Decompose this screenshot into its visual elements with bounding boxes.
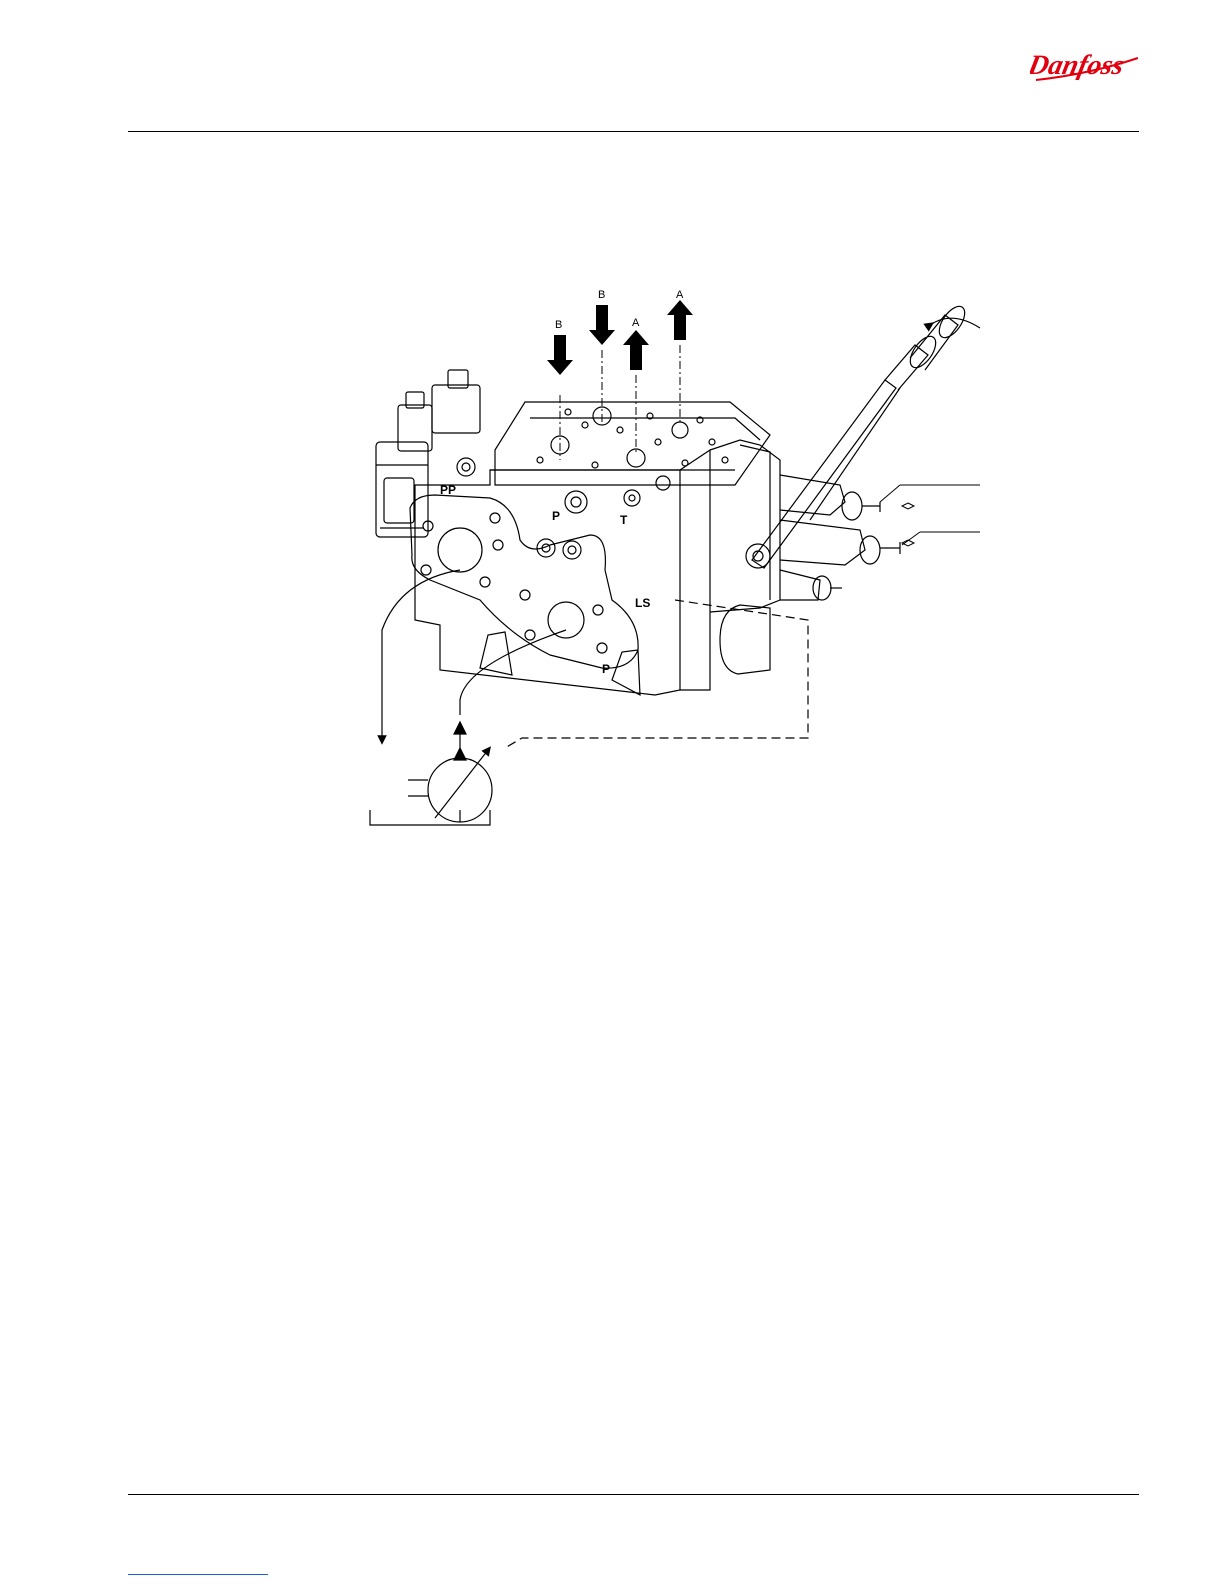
mounting-feet (480, 632, 640, 695)
danfoss-logo: Danfoss (1030, 40, 1146, 90)
label-port-p-top: P (552, 509, 560, 523)
valve-diagram: B B A A PP P T LS P (340, 270, 1000, 840)
header-rule (128, 131, 1139, 132)
control-levers (752, 302, 980, 568)
label-port-a1: A (632, 317, 640, 329)
hydraulic-circuit (370, 570, 808, 825)
label-port-a2: A (676, 289, 684, 301)
flange-plate (410, 495, 638, 668)
label-port-pp: PP (440, 483, 456, 497)
port-arrows (547, 300, 693, 375)
footer-link-underline[interactable] (128, 1574, 268, 1575)
end-section (710, 440, 900, 674)
label-port-b2: B (598, 289, 605, 301)
label-port-b1: B (555, 319, 562, 331)
footer-rule (128, 1494, 1139, 1495)
label-port-t: T (620, 513, 628, 527)
leader-lines (880, 485, 980, 546)
label-port-p-bottom: P (602, 662, 610, 676)
label-port-ls: LS (635, 596, 650, 610)
electrical-modules (376, 370, 480, 537)
